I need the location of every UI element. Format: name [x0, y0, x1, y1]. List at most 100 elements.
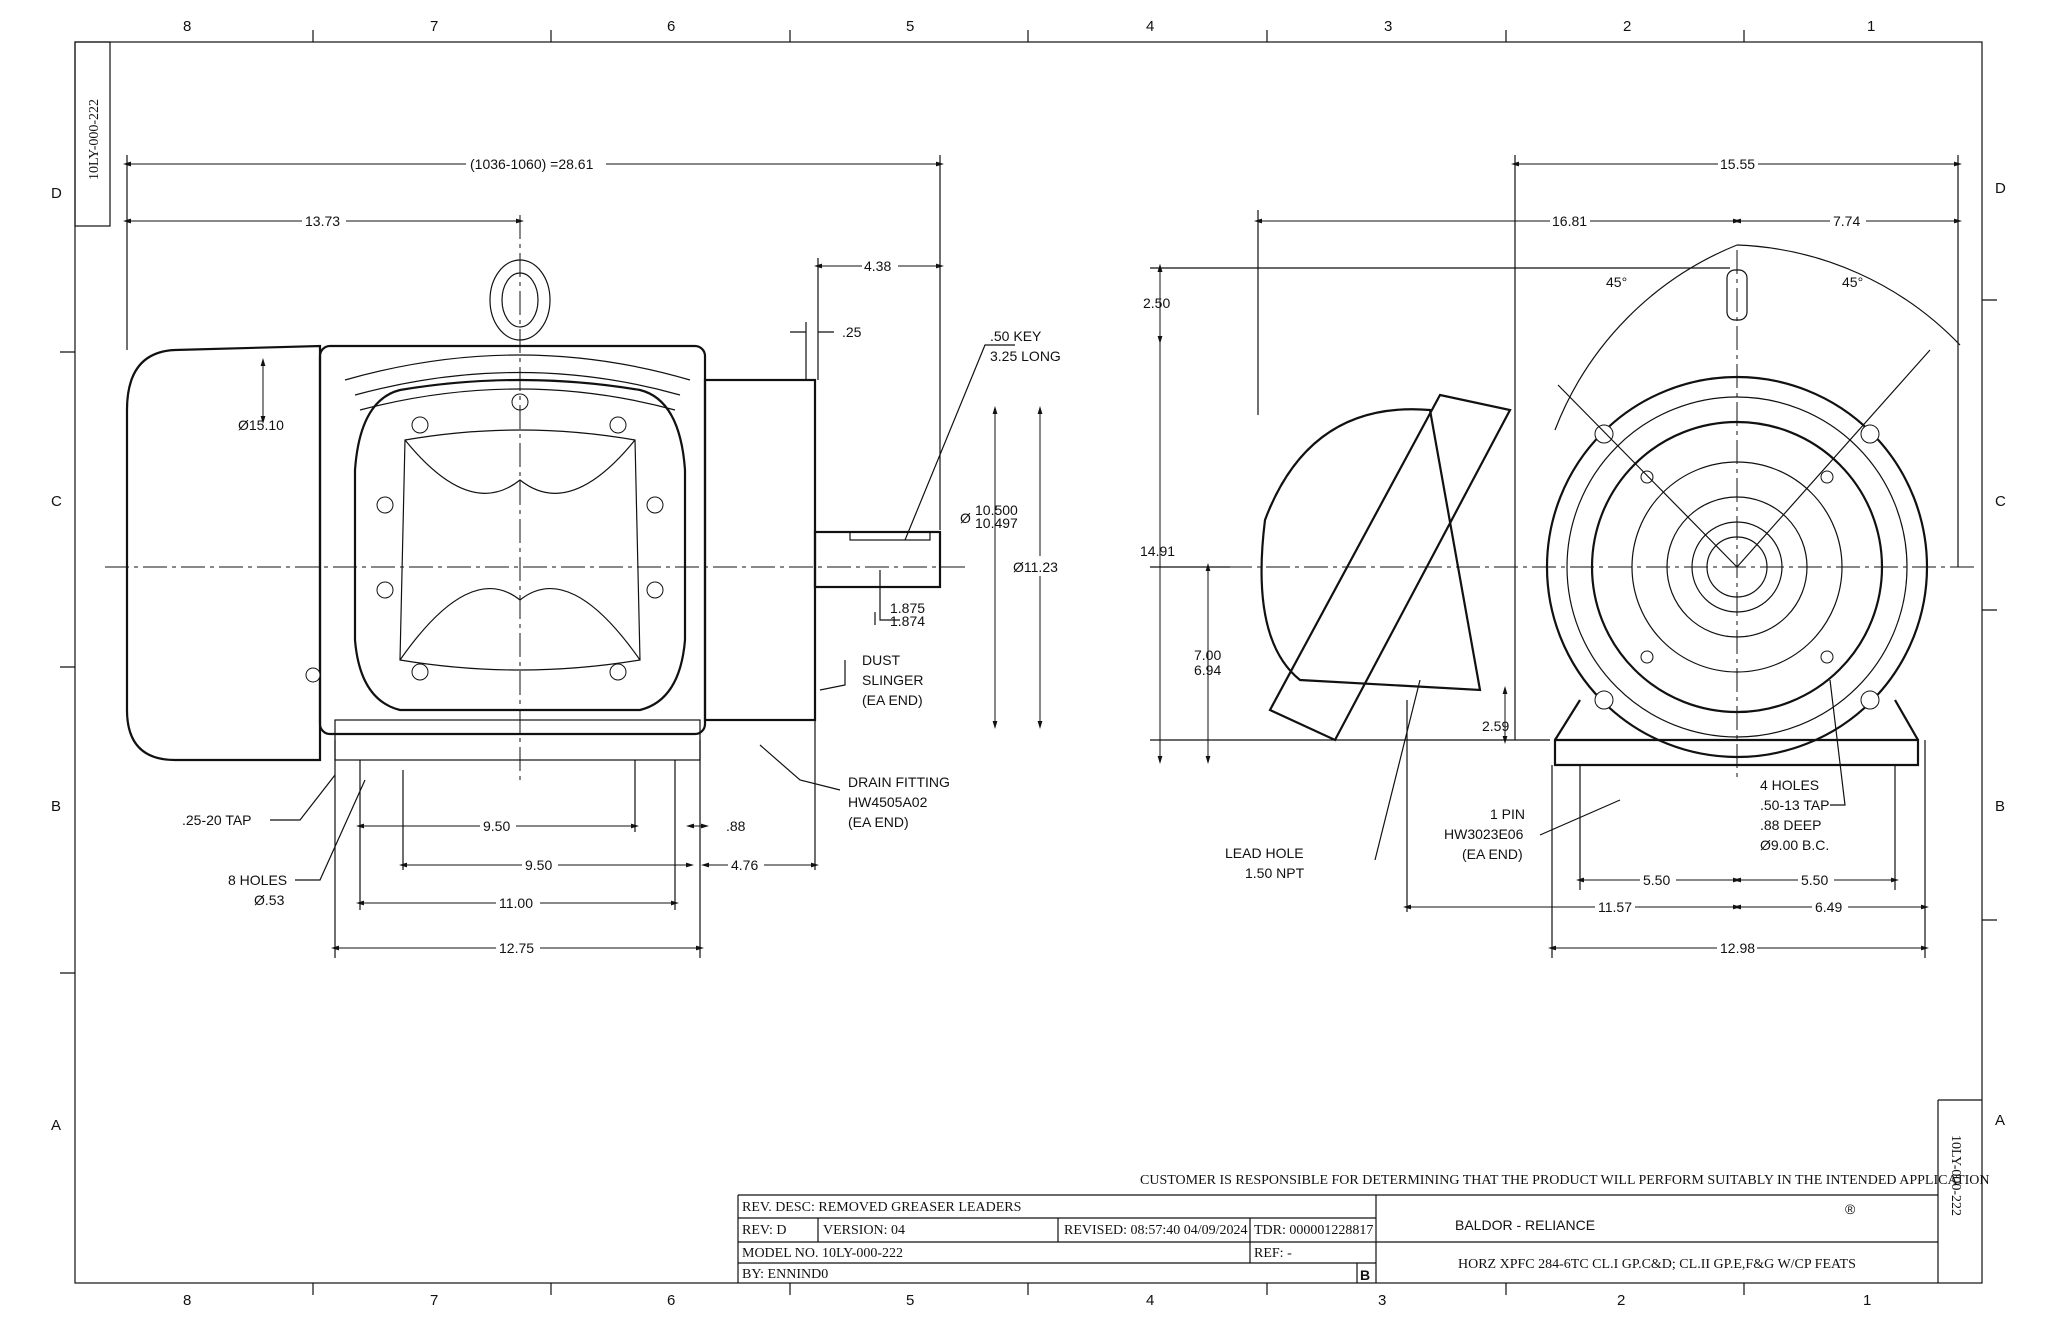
conduit-box-cover: [1260, 408, 1482, 692]
dim-shaft-pilot-min: 10.497: [975, 515, 1018, 531]
key: [849, 531, 931, 541]
rev-desc: REV. DESC: REMOVED GREASER LEADERS: [742, 1200, 1021, 1215]
zone-col-1: 1: [1867, 18, 1875, 35]
svg-text:D: D: [1995, 180, 2006, 197]
dia-symbol: Ø: [960, 510, 971, 526]
tap-note: .25-20 TAP: [182, 812, 252, 828]
svg-text:C: C: [1995, 493, 2006, 510]
dim-25: .25: [842, 324, 862, 340]
feet-end: [1553, 699, 1920, 767]
key-note: .50 KEY: [990, 328, 1042, 344]
svg-text:1: 1: [1863, 1292, 1871, 1309]
dim-5-50-b: 5.50: [1801, 872, 1828, 888]
zone-col-5: 5: [906, 18, 914, 35]
dim-12-98: 12.98: [1720, 940, 1755, 956]
dim-14-91: 14.91: [1140, 543, 1175, 559]
dim-2-59: 2.59: [1482, 718, 1509, 734]
zone-ticks: [60, 30, 1997, 1295]
svg-text:3: 3: [1378, 1292, 1386, 1309]
end-bracket: [703, 378, 817, 722]
dim-9-50-b: 9.50: [525, 857, 552, 873]
dim-6-49: 6.49: [1815, 899, 1842, 915]
svg-text:(EA END): (EA END): [1462, 846, 1523, 862]
holes-note: 8 HOLES: [228, 872, 287, 888]
drawing-id-top: 10LY-000-222: [87, 99, 102, 180]
svg-text:4: 4: [1146, 1292, 1154, 1309]
company-logo: BALDOR - RELIANCE: [1455, 1217, 1595, 1233]
svg-text:(EA END): (EA END): [862, 692, 923, 708]
svg-text:B: B: [1995, 798, 2005, 815]
svg-text:HW3023E06: HW3023E06: [1444, 826, 1524, 842]
drawing-id-bottom: 10LY-000-222: [1948, 1135, 1963, 1216]
svg-text:Ø.53: Ø.53: [254, 892, 285, 908]
dust-slinger-note: DUST: [862, 652, 901, 668]
conduit-box: [353, 378, 687, 712]
zone-col-4: 4: [1146, 18, 1154, 35]
registered-mark: ®: [1845, 1201, 1856, 1217]
dim-6-94: 6.94: [1194, 662, 1221, 678]
svg-text:B: B: [51, 798, 61, 815]
drawn-by: BY: ENNIND0: [742, 1267, 828, 1282]
dim-9-50-a: 9.50: [483, 818, 510, 834]
pin-note: 1 PIN: [1490, 806, 1525, 822]
fan-cover: [125, 344, 322, 762]
svg-text:7: 7: [430, 1292, 438, 1309]
zone-col-7: 7: [430, 18, 438, 35]
svg-text:SLINGER: SLINGER: [862, 672, 923, 688]
svg-text:8: 8: [183, 1292, 191, 1309]
dim-7-74: 7.74: [1833, 213, 1860, 229]
overall-length-dim: (1036-1060) =28.61: [470, 156, 594, 172]
dim-11-00: 11.00: [499, 895, 533, 911]
svg-text:2: 2: [1617, 1292, 1625, 1309]
svg-text:1.50 NPT: 1.50 NPT: [1245, 865, 1305, 881]
feet: [334, 719, 701, 761]
dim-shaft-max: 1.875: [890, 600, 925, 616]
svg-text:.50-13 TAP: .50-13 TAP: [1760, 797, 1830, 813]
rev: REV: D: [742, 1223, 786, 1238]
dim-88: .88: [726, 818, 746, 834]
dim-5-50-a: 5.50: [1643, 872, 1670, 888]
key-length-note: 3.25 LONG: [990, 348, 1061, 364]
motor-end-view: [1190, 250, 1975, 780]
sheet-size: B: [1360, 1267, 1370, 1283]
angle-right: 45°: [1842, 274, 1863, 290]
title-block: CUSTOMER IS RESPONSIBLE FOR DETERMINING …: [737, 1099, 1989, 1283]
dim-4-76: 4.76: [731, 857, 758, 873]
zone-col-2: 2: [1623, 18, 1631, 35]
lead-hole-note: LEAD HOLE: [1225, 845, 1304, 861]
angle-left: 45°: [1606, 274, 1627, 290]
revised-date: REVISED: 08:57:40 04/09/2024: [1064, 1223, 1248, 1238]
model-number: MODEL NO. 10LY-000-222: [742, 1246, 903, 1261]
zone-col-3: 3: [1384, 18, 1392, 35]
drain-fitting-note: DRAIN FITTING: [848, 774, 950, 790]
version: VERSION: 04: [823, 1223, 905, 1238]
end-view-labels: 15.55 16.81 7.74 45°45° 2.50 14.91 7.006…: [1140, 154, 1866, 958]
side-dimensions: [123, 155, 1043, 958]
svg-text:(EA END): (EA END): [848, 814, 909, 830]
dim-12-75: 12.75: [499, 940, 534, 956]
svg-text:A: A: [51, 1117, 61, 1134]
dim-4-38: 4.38: [864, 258, 891, 274]
zone-col-6: 6: [667, 18, 675, 35]
dim-dia-11-23: Ø11.23: [1013, 559, 1058, 575]
dim-2-50: 2.50: [1143, 295, 1170, 311]
dim-7-00: 7.00: [1194, 647, 1221, 663]
dim-dia-15-10: Ø15.10: [238, 417, 284, 433]
zone-row-d: D: [51, 185, 62, 202]
end-dimensions: [1150, 155, 1962, 958]
dim-16-81: 16.81: [1552, 213, 1587, 229]
tdr: TDR: 000001228817: [1254, 1223, 1373, 1238]
mount-holes-note: 4 HOLES: [1760, 777, 1819, 793]
dim-11-57: 11.57: [1598, 899, 1632, 915]
dim-13-73: 13.73: [305, 213, 340, 229]
svg-text:A: A: [1995, 1112, 2005, 1129]
svg-text:5: 5: [906, 1292, 914, 1309]
svg-text:Ø9.00 B.C.: Ø9.00 B.C.: [1760, 837, 1829, 853]
svg-text:C: C: [51, 493, 62, 510]
side-view-labels: (1036-1060) =28.61 13.73 4.38 .25 .50 KE…: [182, 154, 1070, 958]
dim-shaft-min: 1.874: [890, 613, 925, 629]
motor-side-view: [105, 215, 970, 780]
disclaimer: CUSTOMER IS RESPONSIBLE FOR DETERMINING …: [1140, 1173, 1989, 1188]
